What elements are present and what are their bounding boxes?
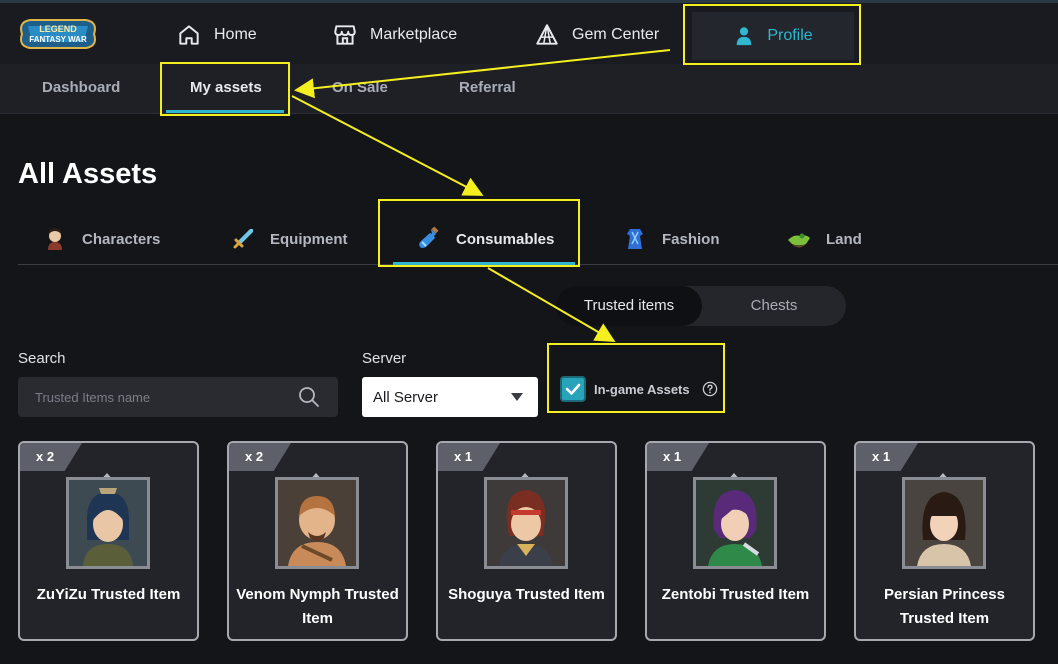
item-portrait [693, 477, 777, 569]
server-label: Server [362, 350, 407, 367]
checkmark-icon [565, 383, 581, 395]
item-name: ZuYiZu Trusted Item [36, 586, 181, 603]
nav-profile-label: Profile [767, 27, 813, 44]
quantity-badge: x 1 [647, 443, 709, 471]
tab-land[interactable]: Land [786, 216, 862, 262]
nav-marketplace[interactable]: Marketplace [332, 3, 457, 67]
tab-consumables[interactable]: Consumables [416, 216, 554, 262]
subnav-my-assets[interactable]: My assets [190, 79, 262, 96]
character-icon [48, 228, 62, 250]
tab-fashion[interactable]: Fashion [622, 216, 720, 262]
nav-gem-center-label: Gem Center [572, 26, 660, 43]
quantity-badge: x 1 [856, 443, 918, 471]
land-icon [788, 233, 810, 248]
search-icon[interactable] [298, 386, 320, 408]
search-label: Search [18, 350, 66, 367]
item-card[interactable]: x 1 Shoguya Trusted Item [436, 441, 617, 641]
subnav-referral[interactable]: Referral [459, 79, 516, 96]
quantity-badge: x 1 [438, 443, 500, 471]
ingame-assets-checkbox[interactable] [560, 376, 586, 402]
svg-text:LEGEND: LEGEND [39, 24, 77, 34]
tab-equipment[interactable]: Equipment [230, 216, 348, 262]
item-name: Zentobi Trusted Item [661, 586, 810, 603]
toggle-trusted-items[interactable]: Trusted items [556, 286, 702, 326]
quantity-badge: x 2 [20, 443, 82, 471]
item-card[interactable]: x 2 Venom Nymph Trusted Item [227, 441, 408, 641]
nav-home-label: Home [214, 26, 257, 43]
item-name: Shoguya Trusted Item [448, 586, 605, 603]
chevron-down-icon [511, 393, 523, 401]
nav-profile[interactable]: Profile [692, 12, 854, 60]
svg-text:FANTASY WAR: FANTASY WAR [29, 35, 87, 44]
tab-characters[interactable]: Characters [42, 216, 160, 262]
ingame-assets-label: In-game Assets [594, 381, 690, 397]
item-portrait [275, 477, 359, 569]
tab-consumables-label: Consumables [456, 230, 555, 248]
game-logo[interactable]: LEGEND FANTASY WAR [16, 14, 100, 54]
fashion-icon [627, 229, 643, 249]
category-tabs: Characters Equipment Consumables Fashion… [18, 216, 1058, 265]
quantity-badge: x 2 [229, 443, 291, 471]
search-input[interactable] [18, 377, 288, 417]
item-grid: x 2 ZuYiZu Trusted Item x 2 Venom Nymph … [18, 441, 1058, 641]
toggle-chests[interactable]: Chests [750, 297, 798, 314]
item-card[interactable]: x 2 ZuYiZu Trusted Item [18, 441, 199, 641]
sword-icon [233, 229, 253, 249]
item-name: Venom Nymph Trusted Item [236, 586, 399, 627]
user-icon [736, 27, 752, 46]
tab-fashion-label: Fashion [662, 230, 720, 248]
subnav-on-sale[interactable]: On Sale [332, 79, 388, 96]
nav-gem-center[interactable]: Gem Center [534, 3, 659, 67]
gem-icon [536, 24, 558, 45]
item-name: Persian Princess Trusted Item [884, 586, 1005, 627]
server-select-value: All Server [373, 388, 439, 406]
category-active-indicator [393, 262, 575, 265]
page-title: All Assets [18, 158, 158, 190]
item-portrait [902, 477, 986, 569]
server-select[interactable]: All Server [362, 377, 538, 417]
ingame-assets-filter: In-game Assets [560, 375, 718, 403]
item-card[interactable]: x 1 Zentobi Trusted Item [645, 441, 826, 641]
nav-home[interactable]: Home [176, 3, 257, 67]
search-box [18, 377, 338, 417]
item-type-toggle: Trusted items Chests [556, 286, 846, 326]
subnav-active-indicator [166, 110, 284, 113]
tab-characters-label: Characters [82, 230, 161, 248]
store-icon [334, 25, 356, 45]
potion-icon [419, 226, 439, 248]
item-portrait [484, 477, 568, 569]
item-portrait [66, 477, 150, 569]
help-icon[interactable] [702, 381, 718, 397]
top-navigation: LEGEND FANTASY WAR Home Marketplace Gem … [0, 0, 1058, 64]
tab-equipment-label: Equipment [270, 230, 348, 248]
nav-marketplace-label: Marketplace [370, 26, 458, 43]
tab-land-label: Land [826, 230, 862, 248]
item-card[interactable]: x 1 Persian Princess Trusted Item [854, 441, 1035, 641]
subnav-dashboard[interactable]: Dashboard [42, 79, 121, 96]
profile-subnav: Dashboard My assets On Sale Referral [0, 64, 1058, 114]
home-icon [179, 25, 199, 45]
